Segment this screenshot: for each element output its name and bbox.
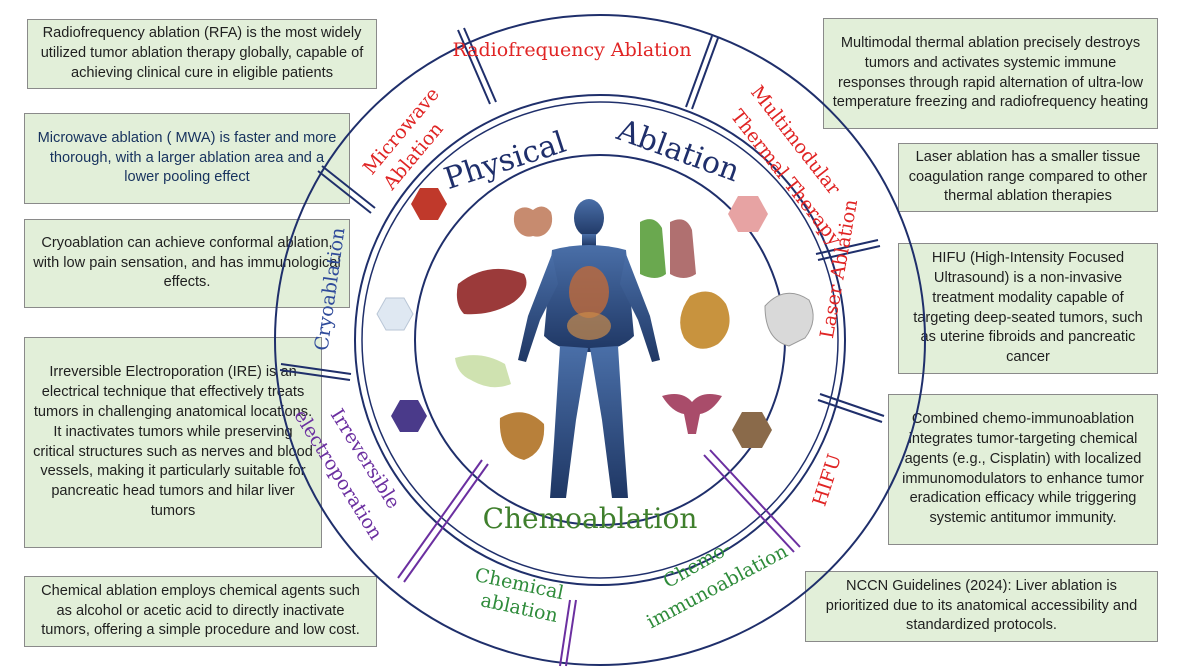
note-ire: Irreversible Electroporation (IRE) is an… bbox=[24, 337, 322, 548]
device-hex-5 bbox=[732, 412, 772, 448]
head-image bbox=[764, 292, 814, 347]
sector-dividers bbox=[279, 27, 885, 423]
label-cryoablation: Cryoablation bbox=[311, 226, 350, 352]
pancreas-image bbox=[455, 355, 511, 388]
note-cryo: Cryoablation can achieve conformal ablat… bbox=[24, 219, 350, 308]
device-hex-2 bbox=[376, 297, 414, 331]
note-laser: Laser ablation has a smaller tissue coag… bbox=[898, 143, 1158, 212]
note-multimodal: Multimodal thermal ablation precisely de… bbox=[823, 18, 1158, 129]
note-nccn: NCCN Guidelines (2024): Liver ablation i… bbox=[805, 571, 1158, 642]
middle-ring bbox=[354, 94, 846, 586]
note-chemo-immuno: Combined chemo-immunoablation integrates… bbox=[888, 394, 1158, 545]
prostate-image bbox=[499, 412, 545, 460]
human-body-image bbox=[518, 199, 660, 498]
note-mwa: Microwave ablation ( MWA) is faster and … bbox=[24, 113, 350, 204]
body-organs-overlay bbox=[567, 266, 611, 340]
note-chemical: Chemical ablation employs chemical agent… bbox=[24, 576, 377, 647]
lung-left-image bbox=[640, 219, 666, 278]
middle-ring-inner bbox=[361, 101, 839, 579]
category-physical: Physical bbox=[440, 125, 570, 197]
kidney-image bbox=[680, 291, 730, 349]
device-hex-3 bbox=[391, 400, 427, 432]
category-chemoablation: Chemoablation bbox=[483, 502, 698, 535]
note-rfa: Radiofrequency ablation (RFA) is the mos… bbox=[27, 19, 377, 89]
note-hifu: HIFU (High-Intensity Focused Ultrasound)… bbox=[898, 243, 1158, 374]
device-hex-1 bbox=[411, 188, 447, 220]
outer-ring bbox=[274, 14, 926, 666]
organ-illustrations bbox=[376, 188, 814, 460]
chemo-dividers bbox=[397, 449, 801, 667]
liver-image bbox=[456, 268, 527, 315]
label-radiofrequency-ablation-1: Radiofrequency Ablation bbox=[452, 39, 691, 61]
lung-right-image bbox=[670, 219, 696, 278]
thyroid-image bbox=[513, 206, 553, 237]
uterus-image bbox=[662, 394, 722, 434]
device-hex-4 bbox=[728, 196, 768, 232]
category-ablation: Ablation bbox=[611, 113, 744, 190]
